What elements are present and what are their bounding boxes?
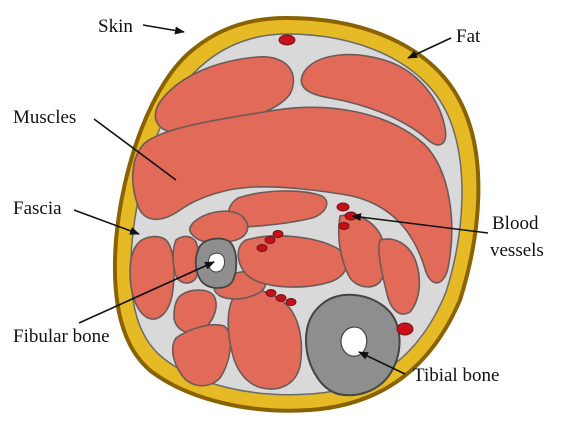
fibular-bone-label: Fibular bone bbox=[13, 326, 110, 347]
blood-vessel-peroneal-3 bbox=[273, 231, 283, 238]
tibial-marrow bbox=[341, 327, 367, 356]
skin-label: Skin bbox=[98, 16, 133, 37]
skin-pointer bbox=[143, 25, 184, 32]
blood-vessel-peroneal-2 bbox=[265, 237, 275, 244]
blood-vessel-anterior-3 bbox=[339, 223, 349, 230]
blood-vessel-saphenous bbox=[397, 323, 413, 335]
blood-vessels-label-line2: vessels bbox=[490, 240, 544, 261]
muscle-lateral-1 bbox=[130, 237, 174, 319]
blood-vessel-peroneal-1 bbox=[257, 245, 267, 252]
blood-vessel-anterior-1 bbox=[337, 203, 349, 211]
blood-vessel-posterior-2 bbox=[276, 295, 286, 302]
fat-label: Fat bbox=[456, 26, 481, 47]
muscles-label: Muscles bbox=[13, 107, 76, 128]
blood-vessel-posterior-3 bbox=[286, 299, 296, 306]
tibial-bone-label: Tibial bone bbox=[413, 365, 499, 386]
fascia-label: Fascia bbox=[13, 198, 62, 219]
blood-vessels-label-line1: Blood bbox=[492, 213, 539, 234]
blood-vessel-top bbox=[279, 35, 295, 45]
fat-pointer bbox=[408, 38, 451, 58]
blood-vessel-posterior-1 bbox=[266, 290, 276, 297]
